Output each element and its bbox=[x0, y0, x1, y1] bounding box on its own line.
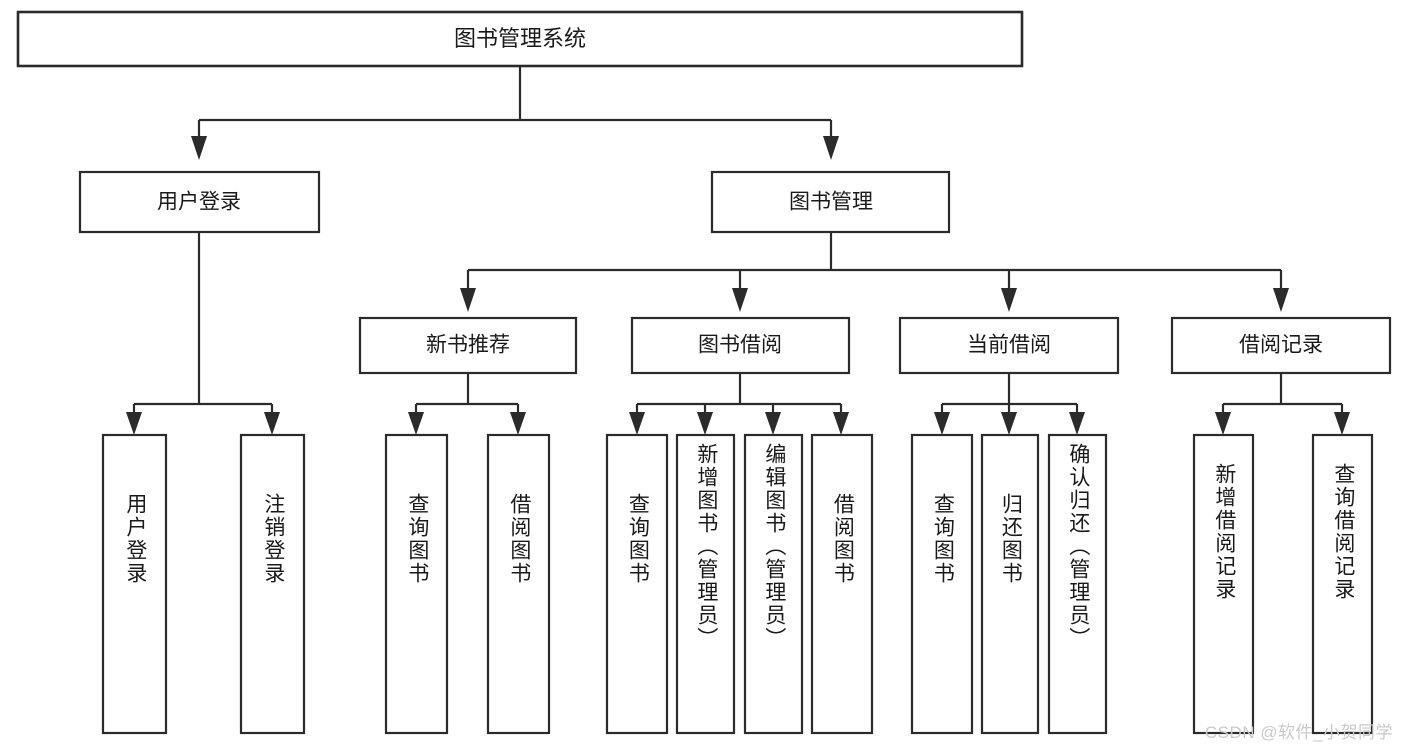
node-new-book-recommend-box[interactable] bbox=[358, 316, 578, 375]
connector-group-user-login bbox=[126, 232, 280, 435]
node-new-book-recommend-label: 新书推荐 bbox=[426, 334, 510, 357]
node-book-borrow-box[interactable] bbox=[630, 316, 851, 375]
arrow-head-leaf-edit-book bbox=[765, 412, 781, 435]
arrow-head-leaf-borrow-book-2 bbox=[833, 412, 849, 435]
leaf-box-return-book[interactable] bbox=[980, 433, 1040, 735]
arrow-head-leaf-query-record bbox=[1334, 412, 1350, 435]
node-book-manage[interactable]: 图书管理 bbox=[710, 170, 951, 234]
node-root[interactable]: 图书管理系统 bbox=[16, 10, 1024, 68]
node-user-login[interactable]: 用户登录 bbox=[78, 170, 321, 234]
leaf-box-add-record[interactable] bbox=[1192, 433, 1255, 735]
arrow-head-current-borrow bbox=[1001, 288, 1017, 312]
arrow-head-leaf-query-book-3 bbox=[934, 412, 950, 435]
node-borrow-record-label: 借阅记录 bbox=[1239, 334, 1323, 357]
leaf-box-query-book-2[interactable] bbox=[605, 433, 669, 735]
arrow-head-leaf-query-book-2 bbox=[629, 412, 645, 435]
leaf-box-logout-login[interactable] bbox=[239, 433, 306, 735]
arrow-head-leaf-user-login bbox=[126, 412, 142, 435]
arrow-head-book-borrow bbox=[732, 288, 748, 312]
connector-group-book-manage bbox=[460, 232, 1289, 312]
node-book-manage-box[interactable] bbox=[710, 170, 951, 234]
arrow-head-user-login bbox=[191, 136, 207, 160]
leaf-box-add-book[interactable] bbox=[675, 433, 736, 735]
node-root-label: 图书管理系统 bbox=[454, 26, 586, 51]
leaf-box-query-book-3[interactable] bbox=[910, 433, 974, 735]
arrow-head-leaf-confirm-return bbox=[1069, 412, 1085, 435]
leaf-box-user-login[interactable] bbox=[101, 433, 168, 735]
node-current-borrow-box[interactable] bbox=[898, 316, 1120, 375]
node-user-login-label: 用户登录 bbox=[157, 191, 241, 214]
csdn-watermark: CSDN @软件_小贺同学 bbox=[1204, 723, 1393, 742]
connector-group-current-borrow bbox=[934, 373, 1085, 435]
arrow-head-leaf-query-book-1 bbox=[408, 412, 424, 435]
arrow-head-new-book-recommend bbox=[460, 288, 476, 312]
arrow-head-leaf-logout-login bbox=[264, 412, 280, 435]
arrow-head-leaf-add-record bbox=[1215, 412, 1231, 435]
node-user-login-box[interactable] bbox=[78, 170, 321, 234]
node-current-borrow-label: 当前借阅 bbox=[967, 334, 1051, 357]
node-book-borrow[interactable]: 图书借阅 bbox=[630, 316, 851, 375]
leaf-box-borrow-book-1[interactable] bbox=[486, 433, 551, 735]
leaf-boxes bbox=[101, 433, 1374, 735]
arrow-head-leaf-add-book bbox=[697, 412, 713, 435]
node-current-borrow[interactable]: 当前借阅 bbox=[898, 316, 1120, 375]
leaf-box-edit-book[interactable] bbox=[743, 433, 804, 735]
connector-group-borrow-record bbox=[1215, 373, 1350, 435]
node-book-manage-label: 图书管理 bbox=[789, 191, 873, 214]
arrow-head-book-manage bbox=[823, 136, 839, 160]
node-root-box[interactable] bbox=[16, 10, 1024, 68]
node-borrow-record-box[interactable] bbox=[1170, 316, 1392, 375]
node-new-book-recommend[interactable]: 新书推荐 bbox=[358, 316, 578, 375]
node-book-borrow-label: 图书借阅 bbox=[698, 334, 782, 357]
leaf-box-borrow-book-2[interactable] bbox=[810, 433, 874, 735]
arrow-head-leaf-borrow-book-1 bbox=[510, 412, 526, 435]
arrow-head-borrow-record bbox=[1273, 288, 1289, 312]
leaf-box-confirm-return[interactable] bbox=[1047, 433, 1108, 735]
leaf-box-query-record[interactable] bbox=[1311, 433, 1374, 735]
connector-group-root bbox=[191, 66, 839, 160]
connector-group-book-borrow bbox=[629, 373, 849, 435]
connector-group-new-book-recommend bbox=[408, 373, 526, 435]
node-borrow-record[interactable]: 借阅记录 bbox=[1170, 316, 1392, 375]
leaf-box-query-book-1[interactable] bbox=[384, 433, 449, 735]
arrow-head-leaf-return-book bbox=[1001, 412, 1017, 435]
